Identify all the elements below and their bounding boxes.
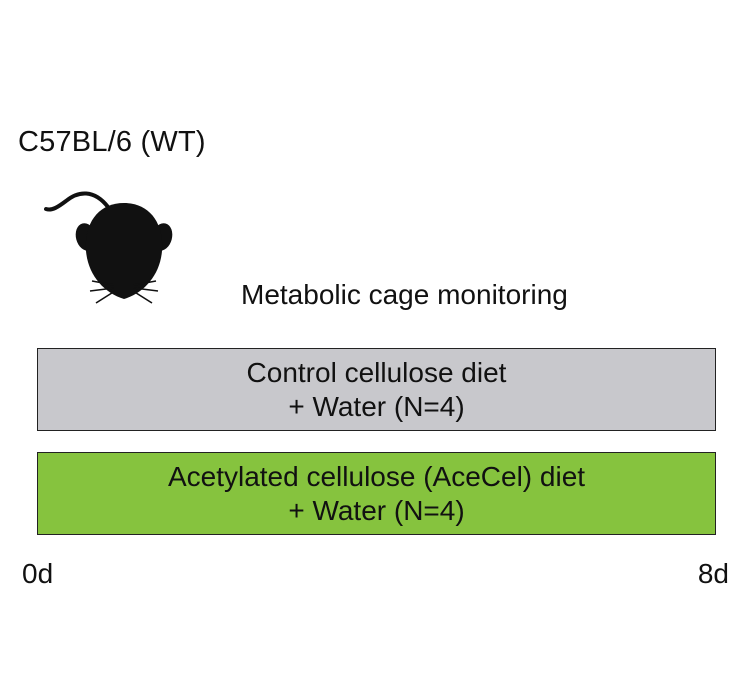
control-diet-label: Control cellulose diet [247,356,507,390]
acecel-diet-bar: Acetylated cellulose (AceCel) diet + Wat… [37,452,716,535]
timeline-start-label: 0d [22,558,53,590]
monitoring-label: Metabolic cage monitoring [241,277,568,313]
timeline-end-label: 8d [698,558,729,590]
mouse-icon [44,185,174,315]
acecel-water-label: + Water (N=4) [288,494,464,528]
control-water-label: + Water (N=4) [288,390,464,424]
control-diet-bar: Control cellulose diet + Water (N=4) [37,348,716,431]
strain-label: C57BL/6 (WT) [18,124,206,160]
acecel-diet-label: Acetylated cellulose (AceCel) diet [168,460,585,494]
